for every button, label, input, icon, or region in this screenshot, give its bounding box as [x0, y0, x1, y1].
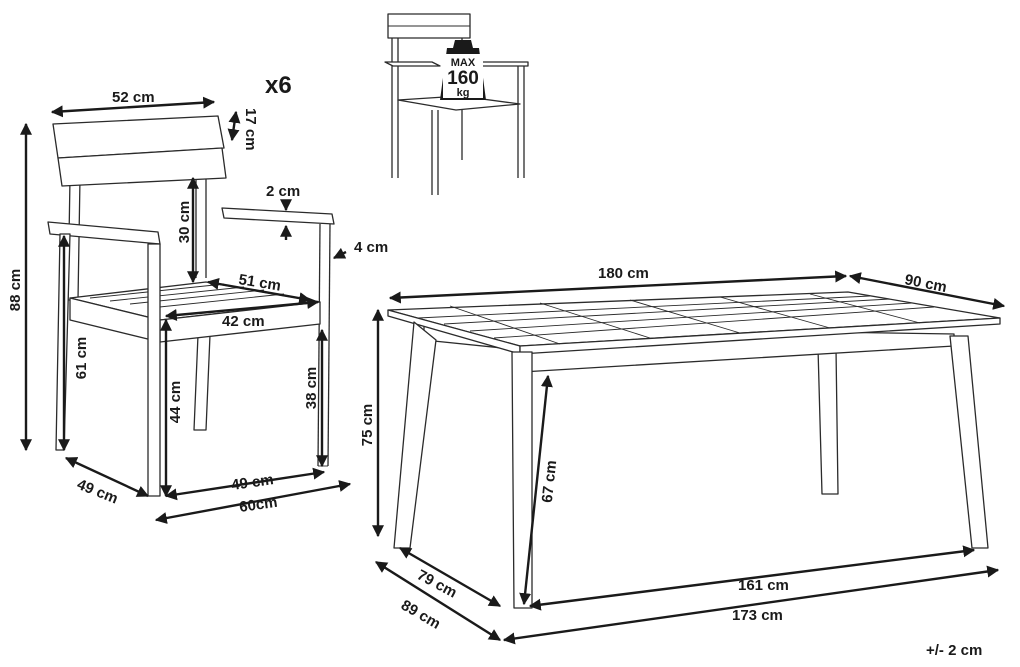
table-leg-width: 89 cm: [398, 597, 443, 633]
chair-armrest-height: 61 cm: [73, 337, 90, 380]
chair-width-base: 49 cm: [230, 471, 274, 494]
table-length: 180 cm: [598, 265, 649, 282]
table-height: 75 cm: [359, 404, 376, 447]
chair-armrest-width: 2 cm: [266, 183, 300, 200]
table-illustration: [387, 291, 1001, 609]
chair-illustration: [47, 115, 335, 497]
tolerance-note: +/- 2 cm: [926, 642, 982, 659]
chair-backrest-height: 17 cm: [242, 108, 259, 151]
chair-dimension-labels: 52 cm 17 cm 88 cm 30 cm 2 cm 4 cm 51 cm …: [7, 89, 388, 516]
table-leg-clearance: 67 cm: [539, 459, 560, 503]
max-load-unit: kg: [457, 87, 470, 99]
chair-seat-inner-width: 42 cm: [222, 313, 265, 330]
max-load-label-1: MAX: [451, 57, 476, 69]
chair-seat-height-front: 44 cm: [167, 381, 184, 424]
chair-seat-height-back: 38 cm: [303, 367, 320, 410]
table-leg-length: 173 cm: [732, 607, 783, 624]
chair-backrest-gap: 30 cm: [176, 201, 193, 244]
table-dimension-lines: [372, 270, 1006, 645]
weight-icon: MAX 160 kg: [440, 40, 486, 100]
chair-dimension-lines: [20, 96, 352, 524]
chair-width-top: 52 cm: [112, 89, 155, 106]
quantity-label: x6: [265, 72, 292, 99]
chair-depth-total: 60cm: [238, 494, 278, 516]
chair-seat-width: 51 cm: [237, 271, 282, 294]
table-width: 90 cm: [903, 271, 948, 296]
chair-total-height: 88 cm: [7, 269, 24, 312]
max-load-value: 160: [447, 68, 479, 89]
table-inner-width: 79 cm: [414, 567, 460, 602]
chair-armrest-thickness: 4 cm: [354, 239, 388, 256]
table-inner-length: 161 cm: [738, 577, 789, 594]
